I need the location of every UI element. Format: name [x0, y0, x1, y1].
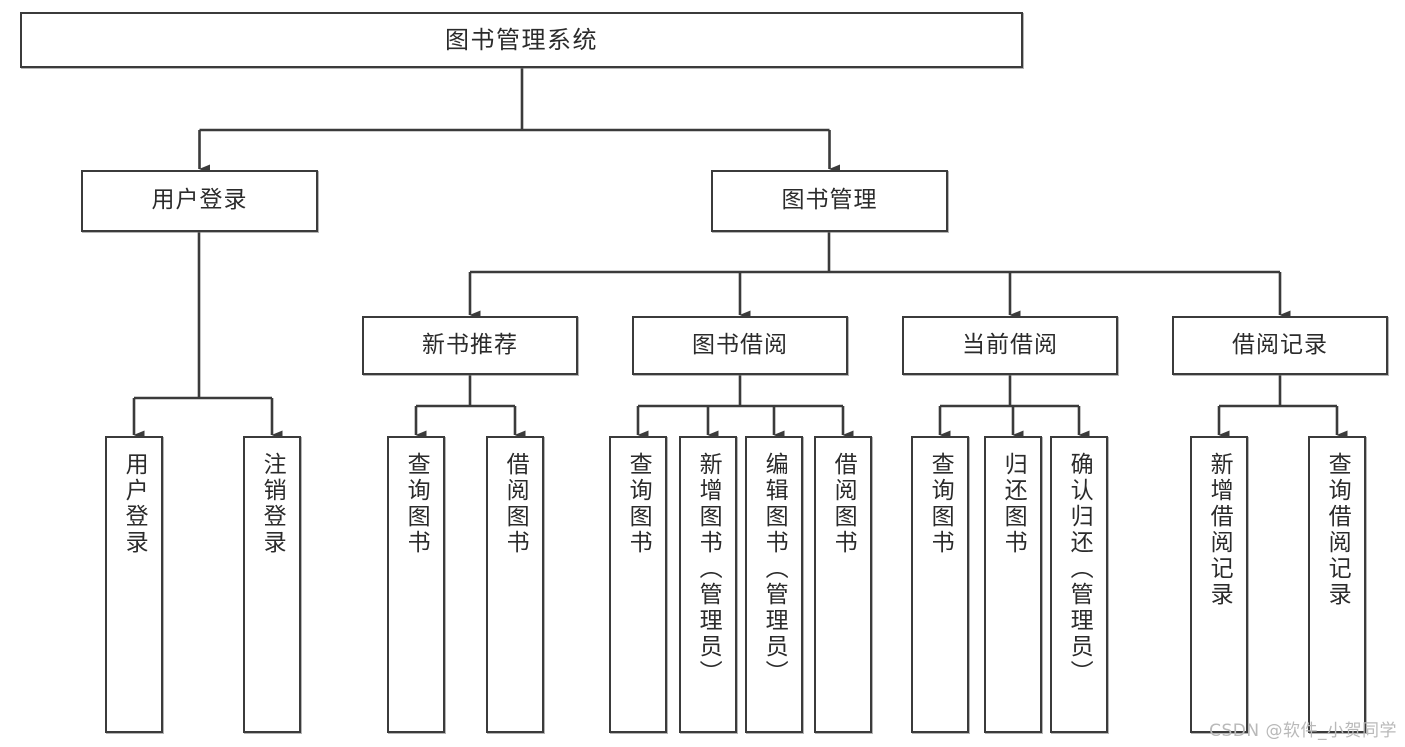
node-leaf-bb-edit[interactable]: 编辑图书（管理员）: [745, 436, 803, 733]
node-label: 新书推荐: [422, 331, 518, 358]
node-label: 查询图书: [403, 452, 430, 556]
node-label: 查询图书: [927, 452, 954, 556]
node-leaf-br-query[interactable]: 查询借阅记录: [1308, 436, 1366, 733]
node-label: 用户登录: [121, 452, 148, 556]
node-leaf-bb-add[interactable]: 新增图书（管理员）: [679, 436, 737, 733]
node-new-book-rec[interactable]: 新书推荐: [362, 316, 578, 375]
node-label: 查询图书: [625, 452, 652, 556]
node-label: 借阅图书: [830, 452, 857, 556]
node-label: 编辑图书（管理员）: [761, 452, 788, 686]
node-user-login[interactable]: 用户登录: [81, 170, 318, 232]
node-root[interactable]: 图书管理系统: [20, 12, 1023, 68]
node-leaf-rec-borrow[interactable]: 借阅图书: [486, 436, 544, 733]
node-label: 查询借阅记录: [1324, 452, 1351, 608]
node-label: 图书管理系统: [445, 25, 598, 54]
node-leaf-bb-query[interactable]: 查询图书: [609, 436, 667, 733]
watermark: CSDN @软件_小贺同学: [1209, 721, 1397, 741]
node-label: 确认归还（管理员）: [1066, 452, 1093, 686]
node-label: 当前借阅: [962, 331, 1058, 358]
node-current-borrow[interactable]: 当前借阅: [902, 316, 1118, 375]
node-label: 图书管理: [781, 187, 878, 214]
node-label: 借阅记录: [1232, 331, 1328, 358]
node-leaf-user-logout[interactable]: 注销登录: [243, 436, 301, 733]
node-label: 归还图书: [1000, 452, 1027, 556]
node-book-manage[interactable]: 图书管理: [711, 170, 948, 232]
node-leaf-cb-confirm[interactable]: 确认归还（管理员）: [1050, 436, 1108, 733]
node-label: 新增图书（管理员）: [695, 452, 722, 686]
node-leaf-user-login[interactable]: 用户登录: [105, 436, 163, 733]
node-book-borrow[interactable]: 图书借阅: [632, 316, 848, 375]
node-borrow-record[interactable]: 借阅记录: [1172, 316, 1388, 375]
node-label: 图书借阅: [692, 331, 788, 358]
node-label: 借阅图书: [502, 452, 529, 556]
node-label: 新增借阅记录: [1206, 452, 1233, 608]
node-label: 用户登录: [151, 187, 248, 214]
node-leaf-cb-return[interactable]: 归还图书: [984, 436, 1042, 733]
node-leaf-br-add[interactable]: 新增借阅记录: [1190, 436, 1248, 733]
node-leaf-bb-borrow[interactable]: 借阅图书: [814, 436, 872, 733]
node-label: 注销登录: [259, 452, 286, 556]
node-leaf-rec-query[interactable]: 查询图书: [387, 436, 445, 733]
node-leaf-cb-query[interactable]: 查询图书: [911, 436, 969, 733]
